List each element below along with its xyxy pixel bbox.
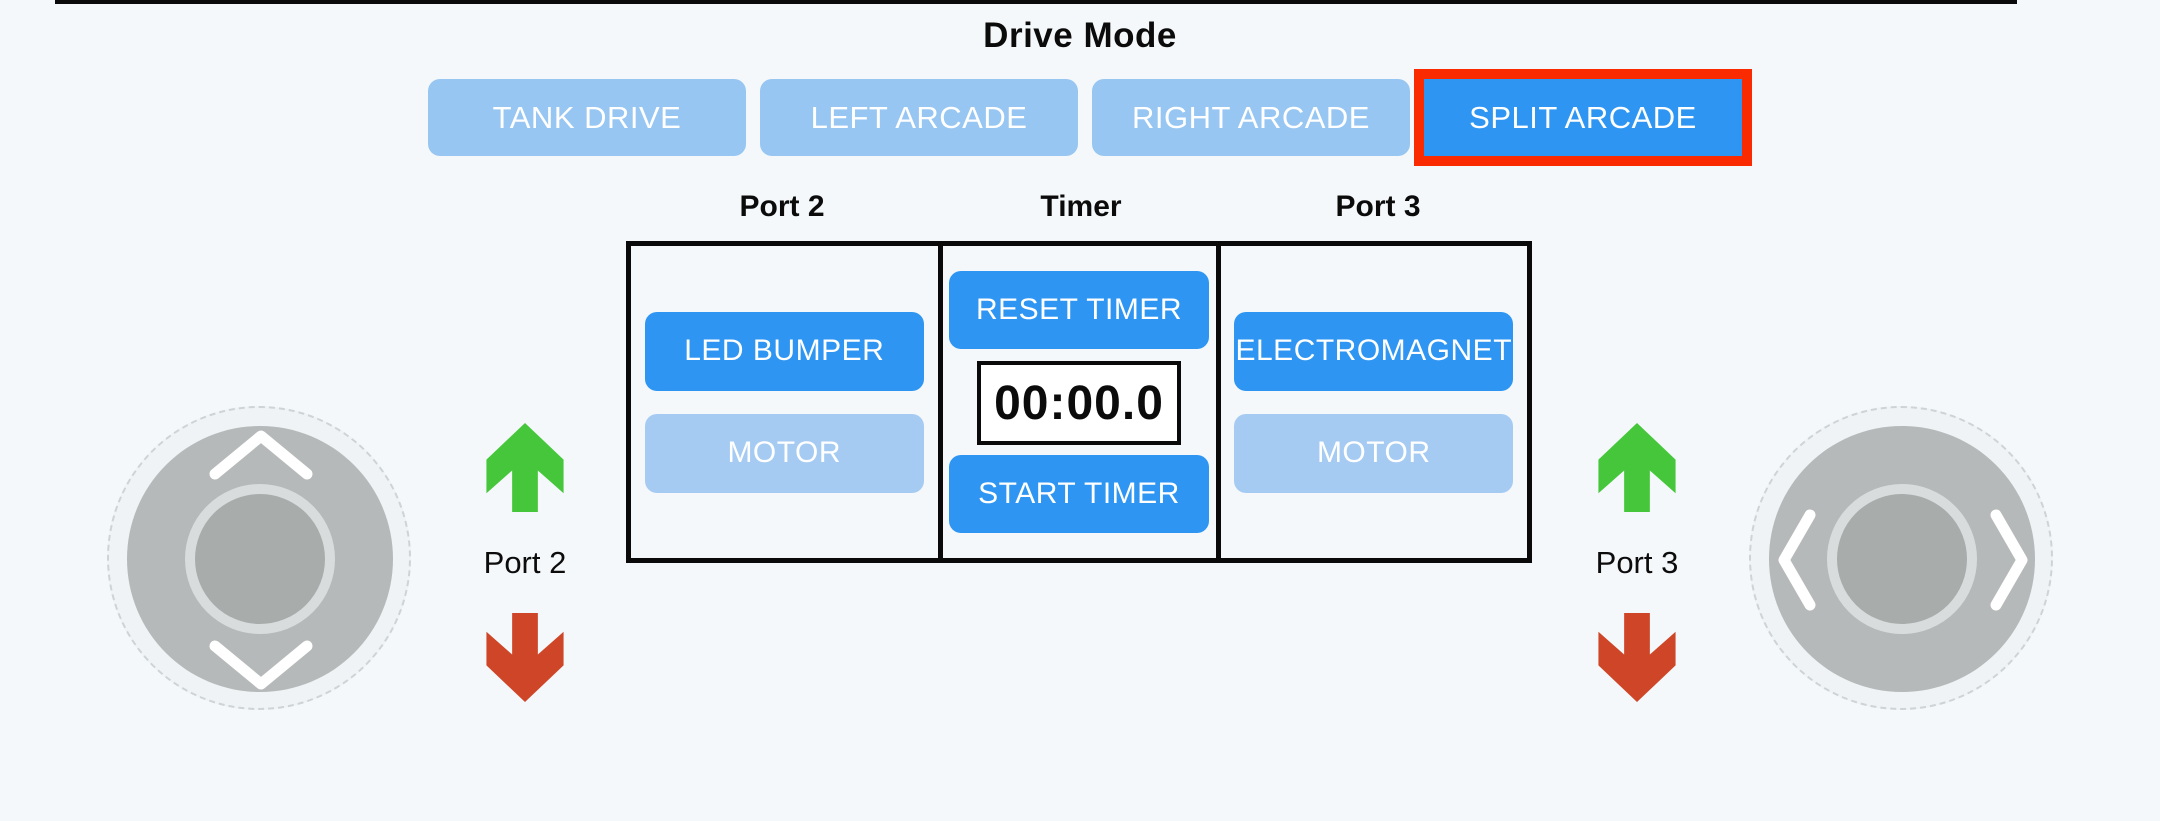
port3-cell: ELECTROMAGNET MOTOR — [1221, 246, 1528, 558]
right-arcade-button[interactable]: RIGHT ARCADE — [1092, 79, 1410, 156]
port2-up-arrow-icon[interactable] — [486, 423, 564, 512]
port2-cell: LED BUMPER MOTOR — [631, 246, 938, 558]
port3-up-arrow-icon[interactable] — [1598, 423, 1676, 512]
port3-side-label: Port 3 — [1595, 545, 1679, 580]
port2-column-header: Port 2 — [739, 190, 825, 223]
port3-direction-controls: Port 3 — [1591, 423, 1683, 702]
selection-highlight-ring: SPLIT ARCADE — [1414, 69, 1752, 166]
left-joystick-knob[interactable] — [185, 484, 335, 634]
port3-down-arrow-icon[interactable] — [1598, 613, 1676, 702]
left-arcade-button[interactable]: LEFT ARCADE — [760, 79, 1078, 156]
right-joystick[interactable] — [1749, 406, 2053, 710]
tank-drive-button[interactable]: TANK DRIVE — [428, 79, 746, 156]
window-top-edge — [55, 0, 2017, 4]
drive-mode-button-group: TANK DRIVE LEFT ARCADE RIGHT ARCADE SPLI… — [428, 69, 1752, 166]
port2-side-label: Port 2 — [483, 545, 567, 580]
port3-motor-button[interactable]: MOTOR — [1234, 413, 1514, 493]
reset-timer-button[interactable]: RESET TIMER — [949, 271, 1209, 349]
right-joystick-knob[interactable] — [1827, 484, 1977, 634]
timer-column-header: Timer — [1040, 190, 1122, 223]
device-control-table: LED BUMPER MOTOR RESET TIMER 00:00.0 STA… — [626, 241, 1532, 563]
port3-column-header: Port 3 — [1335, 190, 1421, 223]
timer-display: 00:00.0 — [977, 361, 1181, 445]
left-joystick[interactable] — [107, 406, 411, 710]
port2-motor-button[interactable]: MOTOR — [644, 413, 924, 493]
split-arcade-button[interactable]: SPLIT ARCADE — [1424, 79, 1742, 156]
start-timer-button[interactable]: START TIMER — [949, 455, 1209, 533]
timer-cell: RESET TIMER 00:00.0 START TIMER — [937, 246, 1221, 558]
electromagnet-button[interactable]: ELECTROMAGNET — [1234, 311, 1514, 391]
port2-direction-controls: Port 2 — [479, 423, 571, 702]
led-bumper-button[interactable]: LED BUMPER — [644, 311, 924, 391]
page-title: Drive Mode — [983, 16, 1177, 55]
port2-down-arrow-icon[interactable] — [486, 613, 564, 702]
